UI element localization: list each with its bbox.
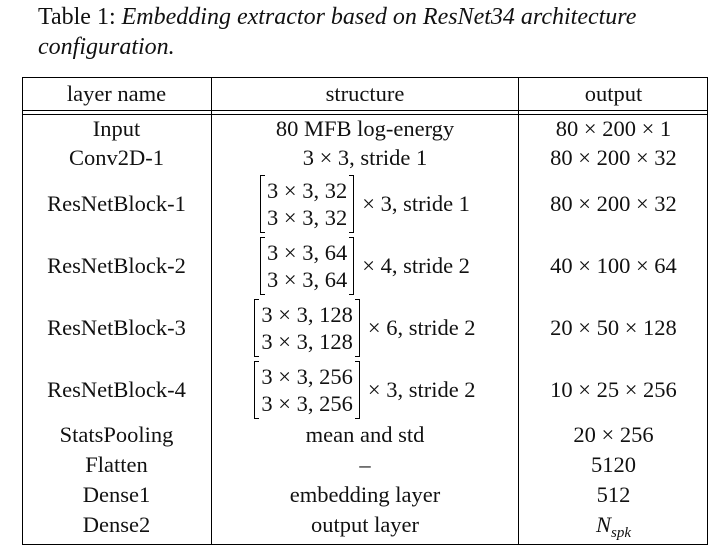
row-output: 80 × 200 × 32 — [550, 191, 677, 216]
block-matrix: 3 × 3, 256 3 × 3, 256 — [254, 361, 360, 419]
block-repeat-stride: × 4, stride 2 — [362, 253, 470, 278]
matrix-row: 3 × 3, 256 — [261, 364, 353, 389]
row-output: 5120 — [591, 452, 636, 477]
row-structure: 3 × 3, 32 3 × 3, 32 × 3, stride 1 — [212, 175, 518, 233]
block-repeat-stride: × 3, stride 1 — [362, 191, 470, 216]
matrix-row: 3 × 3, 64 — [267, 267, 348, 292]
row-output: Nspk — [519, 510, 708, 548]
header-rule-2 — [22, 114, 708, 115]
row-output: 20 × 256 — [573, 422, 654, 447]
row-output: 40 × 100 × 64 — [550, 253, 677, 278]
header-output: output — [584, 81, 643, 106]
column-divider-1 — [211, 77, 212, 545]
header-structure: structure — [325, 81, 405, 106]
row-output: 80 × 200 × 32 — [550, 145, 677, 170]
row-layer-name: Flatten — [85, 452, 148, 477]
table-top-rule — [22, 77, 708, 78]
header-layer-name: layer name — [66, 81, 167, 106]
row-output: 10 × 25 × 256 — [550, 377, 677, 402]
table-border-right — [707, 77, 708, 545]
row-layer-name: ResNetBlock-3 — [47, 315, 186, 340]
speaker-count-subscript: spk — [611, 525, 631, 541]
row-layer-name: Input — [92, 116, 141, 141]
row-output: 20 × 50 × 128 — [550, 315, 677, 340]
row-structure: 3 × 3, 64 3 × 3, 64 × 4, stride 2 — [212, 236, 518, 296]
table-caption: Table 1: Embedding extractor based on Re… — [38, 2, 708, 62]
matrix-row: 3 × 3, 128 — [261, 302, 353, 327]
row-layer-name: ResNetBlock-4 — [47, 377, 186, 402]
header-rule-1 — [22, 110, 708, 111]
table-border-left — [22, 77, 23, 545]
row-structure: 3 × 3, 256 3 × 3, 256 × 3, stride 2 — [212, 360, 518, 420]
left-bracket — [254, 361, 260, 419]
matrix-row: 3 × 3, 256 — [261, 391, 353, 416]
left-bracket — [260, 237, 266, 295]
row-structure: output layer — [310, 512, 420, 537]
matrix-row: 3 × 3, 32 — [267, 205, 348, 230]
right-bracket — [349, 237, 355, 295]
embedding-table: layer name structure output Input 80 MFB… — [22, 77, 708, 545]
row-structure: – — [359, 452, 371, 477]
row-structure: 3 × 3, stride 1 — [302, 145, 428, 170]
row-structure: 3 × 3, 128 3 × 3, 128 × 6, stride 2 — [212, 298, 518, 358]
block-repeat-stride: × 6, stride 2 — [367, 315, 476, 340]
row-structure: mean and std — [305, 422, 425, 447]
row-layer-name: Dense1 — [82, 482, 151, 507]
row-layer-name: StatsPooling — [59, 422, 174, 447]
block-matrix: 3 × 3, 32 3 × 3, 32 — [260, 175, 355, 233]
row-layer-name: ResNetBlock-1 — [47, 191, 186, 216]
matrix-row: 3 × 3, 64 — [267, 240, 348, 265]
caption-label: Table 1: — [38, 4, 116, 30]
row-structure: embedding layer — [289, 482, 441, 507]
left-bracket — [260, 175, 266, 233]
block-matrix: 3 × 3, 128 3 × 3, 128 — [254, 299, 360, 357]
caption-text: Embedding extractor based on ResNet34 ar… — [38, 4, 637, 60]
row-layer-name: Conv2D-1 — [69, 145, 164, 170]
row-layer-name: ResNetBlock-2 — [47, 253, 186, 278]
column-divider-2 — [518, 77, 519, 545]
row-structure: 80 MFB log-energy — [275, 116, 455, 141]
block-repeat-stride: × 3, stride 2 — [367, 377, 476, 402]
matrix-row: 3 × 3, 32 — [267, 178, 348, 203]
matrix-row: 3 × 3, 128 — [261, 329, 353, 354]
block-matrix: 3 × 3, 64 3 × 3, 64 — [260, 237, 355, 295]
table-bottom-rule — [22, 544, 708, 545]
right-bracket — [349, 175, 355, 233]
row-output: 512 — [596, 482, 631, 507]
row-layer-name: Dense2 — [82, 512, 151, 537]
right-bracket — [354, 361, 360, 419]
right-bracket — [354, 299, 360, 357]
left-bracket — [254, 299, 260, 357]
speaker-count-symbol: N — [595, 512, 611, 537]
row-output: 80 × 200 × 1 — [555, 116, 672, 141]
